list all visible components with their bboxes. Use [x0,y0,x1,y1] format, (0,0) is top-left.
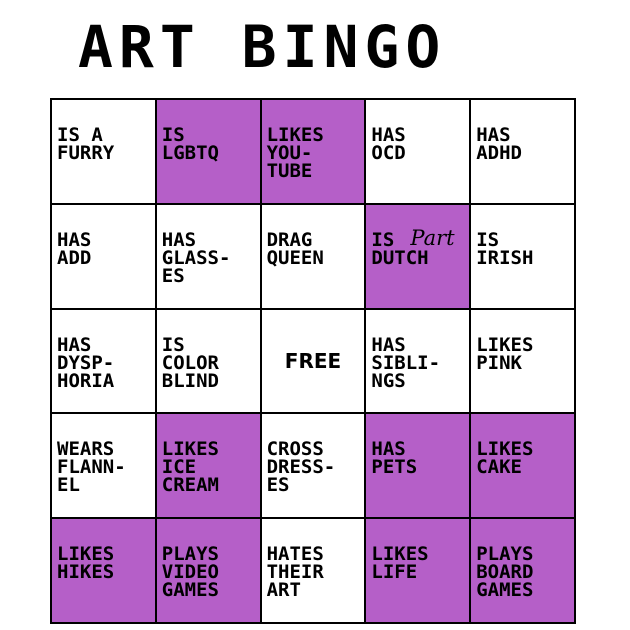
bingo-cell-label: LIKES LIFE [371,543,429,584]
bingo-cell[interactable]: IS LGBTQ [156,100,260,203]
bingo-cell-label: PLAYS VIDEO GAMES [161,543,219,602]
bingo-cell-label: IS LGBTQ [161,124,219,164]
bingo-cell[interactable]: HATES THEIR ART [261,519,365,622]
handwritten-annotation: Part [410,225,455,250]
bingo-cell[interactable]: HAS GLASS- ES [156,204,260,308]
bingo-cell-label: HAS DYSP- HORIA [57,333,115,392]
bingo-cell-free[interactable]: FREE [261,309,365,413]
bingo-cell[interactable]: HAS PETS [366,414,470,518]
bingo-cell[interactable]: CROSS DRESS- ES [261,414,365,518]
bingo-cell-label: HAS OCD [371,124,406,164]
bingo-board: IS A FURRY IS LGBTQ LIKES YOU- TUBE HAS OCD… [50,98,576,624]
bingo-cell[interactable]: LIKES HIKES [52,519,155,622]
bingo-cell[interactable]: WEARS FLANN- EL [52,414,155,518]
bingo-cell[interactable]: IS IRISH [471,204,574,308]
bingo-cell[interactable]: HAS ADHD [471,100,574,203]
bingo-cell-label: DRAG QUEEN [266,228,324,269]
bingo-cell[interactable]: HAS OCD [366,100,470,203]
bingo-cell[interactable]: DRAG QUEEN [261,204,365,308]
bingo-cell-label: HATES THEIR ART [266,543,324,602]
bingo-cell[interactable]: HAS ADD [52,204,155,308]
bingo-cell[interactable]: LIKES LIFE [366,519,470,622]
bingo-cell-label: HAS GLASS- ES [161,228,231,287]
bingo-cell-label: LIKES ICE CREAM [161,438,219,497]
bingo-cell[interactable]: LIKES CAKE [471,414,574,518]
bingo-cell-label: PLAYS BOARD GAMES [476,543,534,602]
bingo-cell-label: HAS SIBLI- NGS [371,333,441,392]
bingo-cell-label: LIKES CAKE [476,438,534,479]
bingo-cell[interactable]: LIKES YOU- TUBE [261,100,365,203]
bingo-cell-label: IS DUTCH [371,228,429,269]
bingo-cell-label: LIKES HIKES [57,543,115,584]
bingo-cell[interactable]: PLAYS VIDEO GAMES [156,519,260,622]
bingo-cell-label: LIKES PINK [476,333,534,374]
bingo-cell[interactable]: IS COLOR BLIND [156,309,260,413]
bingo-cell-label: IS A FURRY [57,124,115,164]
bingo-cell[interactable]: HAS SIBLI- NGS [366,309,470,413]
bingo-cell-label: FREE [284,348,342,373]
bingo-cell[interactable]: LIKES ICE CREAM [156,414,260,518]
bingo-cell-label: LIKES YOU- TUBE [266,124,324,182]
bingo-cell-label: IS IRISH [476,228,534,269]
bingo-cell[interactable]: IS A FURRY [52,100,155,203]
bingo-title: ART BINGO [78,13,447,81]
bingo-cell-label: IS COLOR BLIND [161,333,219,392]
bingo-cell[interactable]: LIKES PINK [471,309,574,413]
bingo-cell-label: WEARS FLANN- EL [57,438,126,497]
bingo-cell-label: HAS ADHD [476,124,522,164]
bingo-cell-label: CROSS DRESS- ES [266,438,336,497]
bingo-cell-label: HAS PETS [371,438,418,479]
bingo-cell[interactable]: PLAYS BOARD GAMES [471,519,574,622]
bingo-cell-label: HAS ADD [57,228,92,269]
bingo-cell[interactable]: HAS DYSP- HORIA [52,309,155,413]
